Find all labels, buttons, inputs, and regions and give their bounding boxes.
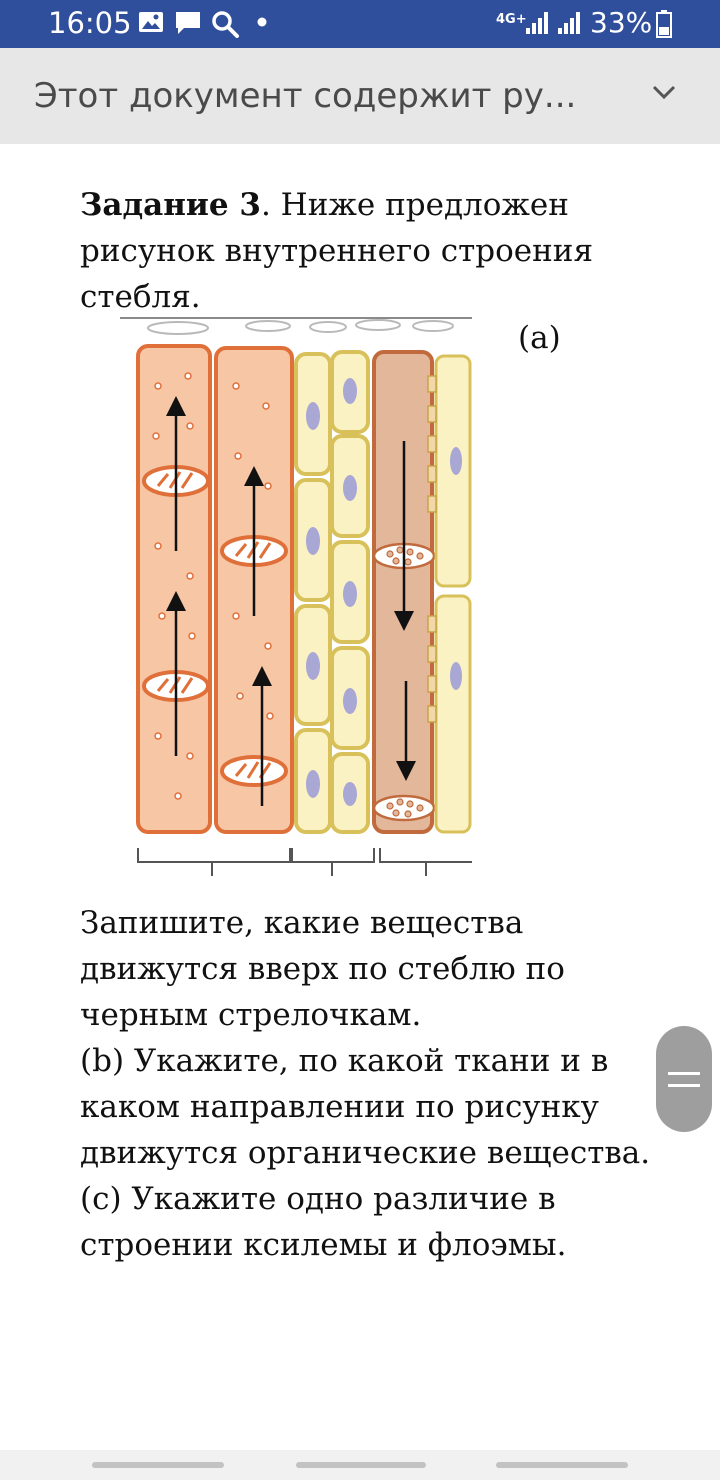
scroll-handle[interactable] [656,1026,712,1132]
message-icon [176,12,200,34]
question-c: (c) Укажите одно различие в строении кси… [80,1181,567,1263]
navigation-bar [0,1450,720,1480]
battery-icon [656,10,672,38]
figure-label-a: (a) [518,320,561,356]
companion-cells [434,354,472,834]
stem-structure-figure [120,317,472,876]
parenchyma-cells [294,350,370,834]
task-questions: Запишите, какие вещества движутся вверх … [80,900,680,1268]
signal-icon [526,12,548,34]
battery-percent: 33% [590,6,653,39]
task-intro: Задание 3. Ниже предложен рисунок внутре… [80,182,660,320]
chevron-down-icon[interactable] [650,82,678,102]
nav-recents-button[interactable] [92,1462,224,1468]
question-a: Запишите, какие вещества движутся вверх … [80,905,565,1033]
task-heading: Задание 3. Ниже предложен рисунок внутре… [80,182,660,320]
nav-home-button[interactable] [296,1462,426,1468]
grip-line [668,1084,700,1087]
dot-icon [257,17,267,27]
image-icon [139,12,163,32]
nav-back-button[interactable] [496,1462,628,1468]
signal-icon [558,12,580,34]
task-description: . Ниже предложен рисунок внутреннего стр… [80,187,594,315]
search-icon [212,11,239,38]
task-number: Задание 3 [80,187,261,223]
question-b: (b) Укажите, по какой ткани и в каком на… [80,1043,651,1171]
grip-line [668,1072,700,1075]
status-bar: 16:05 4G+ 33% [0,0,720,48]
document-title: Этот документ содержит ру... [34,76,577,116]
network-label: 4G+ [496,12,527,27]
document-header[interactable]: Этот документ содержит ру... [0,48,720,144]
status-time: 16:05 [48,6,132,40]
